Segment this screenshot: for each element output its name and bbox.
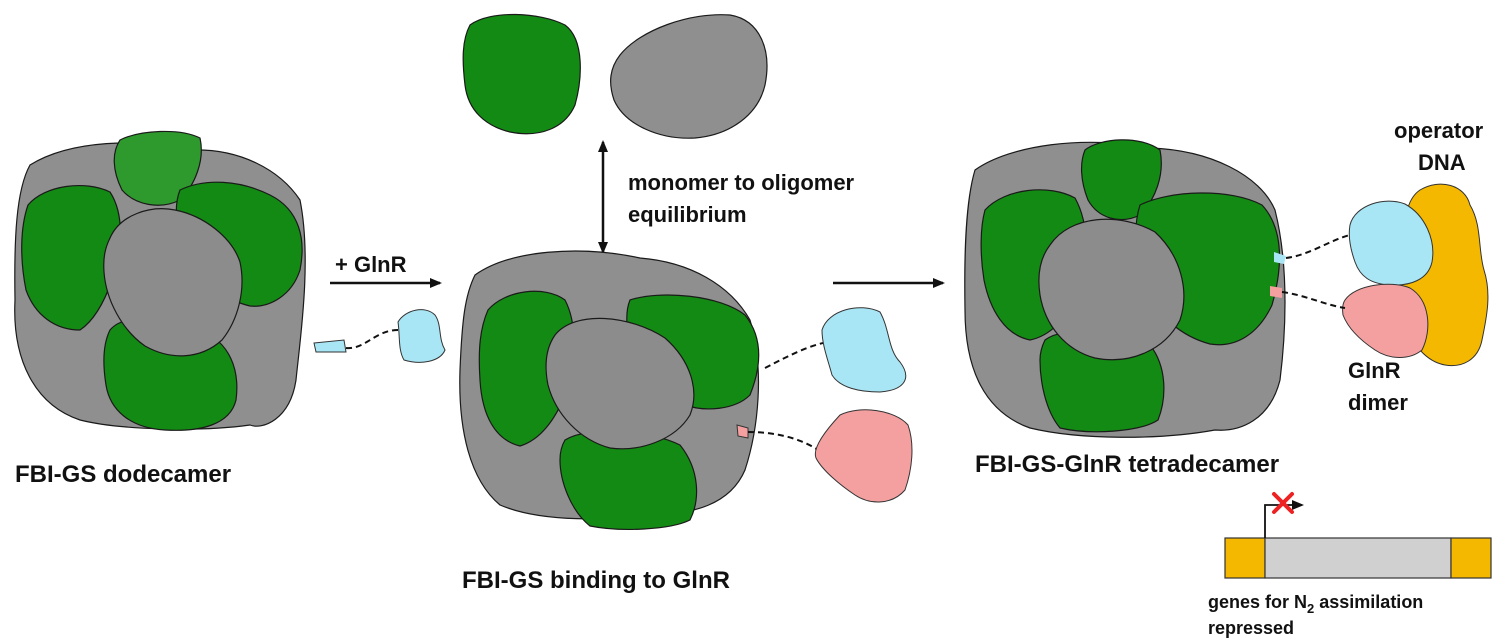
gene-flank-right: [1450, 537, 1492, 579]
equilibrium-label-line1: monomer to oligomer: [628, 170, 855, 195]
tetradecamer-caption: FBI-GS-GlnR tetradecamer: [975, 451, 1279, 478]
genes-label-text-b: assimilation: [1314, 592, 1423, 612]
bound-glnr-pair: [736, 307, 913, 503]
glnr-linker-red: [747, 431, 819, 451]
binding-caption: FBI-GS binding to GlnR: [462, 567, 730, 594]
promoter-arrow: [1264, 500, 1304, 538]
gs-monomer-gray: [610, 14, 768, 139]
glnr-stub-red: [736, 424, 749, 439]
glnr-linker: [345, 329, 399, 350]
genes-label-text-a: genes for N: [1208, 592, 1307, 612]
equilibrium-label-line2: equilibrium: [628, 202, 747, 227]
tetradecamer-complex: [964, 139, 1286, 438]
free-glnr-monomer: [313, 309, 446, 363]
genes-label-line2: repressed: [1208, 618, 1294, 638]
operator-label-line1: operator: [1394, 118, 1484, 143]
glnr-linker-red: [1281, 291, 1346, 309]
gs-subunit-green-left: [478, 290, 575, 447]
dodecamer-caption: FBI-GS dodecamer: [15, 461, 231, 488]
glnr-body-cyan: [397, 309, 446, 363]
glnr-stub-cyan: [1274, 252, 1286, 264]
gs-subunit-gray-center: [103, 208, 243, 357]
glnr-body-red: [814, 409, 913, 503]
gene-flank-left: [1224, 537, 1266, 579]
glnr-tail: [313, 339, 347, 353]
genes-label-subscript: 2: [1307, 601, 1314, 616]
gs-monomer-green: [462, 13, 581, 135]
glnr-body-cyan: [1348, 200, 1434, 286]
gs-subunit-gray-center: [1038, 218, 1185, 361]
operator-label-line2: DNA: [1418, 150, 1466, 175]
glnr-dimer-label-line1: GlnR: [1348, 358, 1401, 383]
glnr-dimer-label-line2: dimer: [1348, 390, 1408, 415]
add-glnr-label: + GlnR: [335, 252, 407, 277]
gs-subunit-gray-center: [545, 317, 695, 450]
gene-body: [1264, 537, 1452, 579]
binding-complex: [459, 250, 760, 530]
genes-label-line1: genes for N2 assimilation: [1208, 592, 1423, 616]
gs-subunit-green-left: [21, 185, 121, 331]
dodecamer-complex: [14, 130, 306, 431]
glnr-body-red: [1342, 283, 1429, 358]
glnr-linker-cyan: [764, 341, 829, 369]
repression-x-icon: [1272, 492, 1294, 514]
glnr-body-cyan: [821, 307, 907, 393]
glnr-linker-cyan: [1285, 234, 1351, 259]
gs-monomers: [462, 13, 768, 139]
glnr-dna-complex: [1270, 183, 1489, 367]
gene-schematic: [1224, 492, 1492, 579]
glnr-stub-red: [1270, 286, 1282, 298]
